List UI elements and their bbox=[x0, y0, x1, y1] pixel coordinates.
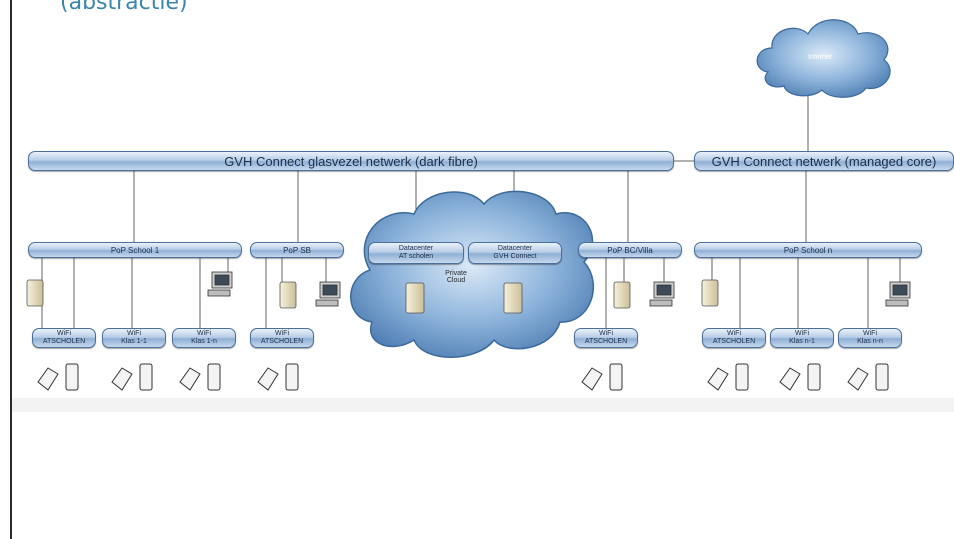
pop-label: PoP School 1 bbox=[110, 245, 160, 255]
internet-label: Internet bbox=[808, 54, 832, 61]
wifi-line1: WiFi bbox=[197, 330, 211, 337]
wifi-line2: ATSCHOLEN bbox=[260, 338, 304, 345]
pop-school-1: PoP School 1 bbox=[28, 242, 242, 258]
wifi-line1: WiFi bbox=[599, 330, 613, 337]
private-cloud-label: Private Cloud bbox=[445, 270, 467, 284]
wifi-klas-1-n: WiFi Klas 1-n bbox=[172, 328, 236, 348]
wifi-klas-n-n: WiFi Klas n-n bbox=[838, 328, 902, 348]
backbone-managed-label: GVH Connect netwerk (managed core) bbox=[711, 153, 937, 169]
wifi-line2: ATSCHOLEN bbox=[712, 338, 756, 345]
wifi-atscholen-sb: WiFi ATSCHOLEN bbox=[250, 328, 314, 348]
client-device-icons bbox=[37, 363, 889, 391]
wifi-klas-n-1: WiFi Klas n-1 bbox=[770, 328, 834, 348]
datacenter-line2: AT scholen bbox=[398, 253, 434, 260]
pop-label: PoP BC/Villa bbox=[607, 245, 653, 255]
datacenter-line1: Datacenter bbox=[497, 245, 533, 252]
wifi-line1: WiFi bbox=[57, 330, 71, 337]
wifi-atscholen-school1: WiFi ATSCHOLEN bbox=[32, 328, 96, 348]
desktop-icons bbox=[207, 271, 911, 307]
wifi-atscholen-bc-villa: WiFi ATSCHOLEN bbox=[574, 328, 638, 348]
datacenter-at-scholen: Datacenter AT scholen bbox=[368, 242, 464, 264]
floor-band bbox=[12, 398, 954, 412]
wifi-line1: WiFi bbox=[795, 330, 809, 337]
datacenter-gvh-connect: Datacenter GVH Connect bbox=[468, 242, 562, 264]
pop-label: PoP SB bbox=[283, 245, 311, 255]
wifi-line1: WiFi bbox=[863, 330, 877, 337]
internet-cloud-icon bbox=[756, 19, 891, 98]
server-icons bbox=[26, 279, 719, 314]
pop-label: PoP School n bbox=[783, 245, 833, 255]
wifi-line2: Klas 1-1 bbox=[121, 338, 147, 345]
wifi-line2: Klas n-1 bbox=[789, 338, 815, 345]
wifi-line2: ATSCHOLEN bbox=[42, 338, 86, 345]
pop-bc-villa: PoP BC/Villa bbox=[578, 242, 682, 258]
wifi-line1: WiFi bbox=[727, 330, 741, 337]
wifi-line1: WiFi bbox=[275, 330, 289, 337]
pop-sb: PoP SB bbox=[250, 242, 344, 258]
slide-left-border bbox=[10, 0, 12, 539]
slide-title: (abstractie) bbox=[60, 0, 188, 15]
wifi-line2: Klas 1-n bbox=[191, 338, 217, 345]
wifi-line2: ATSCHOLEN bbox=[584, 338, 628, 345]
pop-school-n: PoP School n bbox=[694, 242, 922, 258]
private-cloud-icon bbox=[350, 190, 594, 358]
connection-lines bbox=[41, 92, 901, 328]
backbone-fibre-label: GVH Connect glasvezel netwerk (dark fibr… bbox=[224, 153, 478, 169]
datacenter-line2: GVH Connect bbox=[493, 253, 537, 260]
backbone-fibre-bar: GVH Connect glasvezel netwerk (dark fibr… bbox=[28, 151, 674, 171]
datacenter-line1: Datacenter bbox=[398, 245, 434, 252]
backbone-managed-bar: GVH Connect netwerk (managed core) bbox=[694, 151, 954, 171]
wifi-klas-1-1: WiFi Klas 1-1 bbox=[102, 328, 166, 348]
wifi-line2: Klas n-n bbox=[857, 338, 883, 345]
wifi-line1: WiFi bbox=[127, 330, 141, 337]
wifi-atscholen-school-n: WiFi ATSCHOLEN bbox=[702, 328, 766, 348]
